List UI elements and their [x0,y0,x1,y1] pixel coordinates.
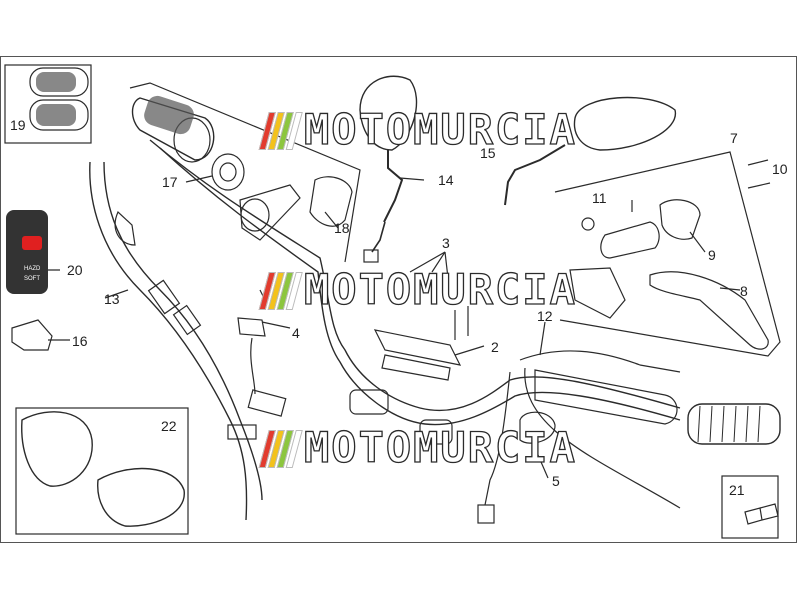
switch-housing-5 [519,411,556,444]
mirror-left [359,75,418,151]
watermark-logo-bars [258,272,305,310]
lever-bracket-9 [659,199,701,240]
watermark-middle: MOTOMURCIA [258,265,577,314]
kill-switch-20 [6,210,48,294]
watermark-logo-bars [258,112,305,150]
callout-2: 2 [491,339,499,355]
callout-21: 21 [729,482,745,498]
callout-3: 3 [442,235,450,251]
callout-22: 22 [161,418,177,434]
cable-14 [371,221,386,253]
watermark-text: MOTOMURCIA [303,423,577,472]
clamp-18 [309,176,353,227]
callout-15: 15 [480,145,496,161]
clutch-cable-13 [89,161,248,521]
group-outline-7 [554,151,781,357]
handlebar-clamp-upper [373,329,462,366]
diagram-frame [0,56,797,543]
watermark-top: MOTOMURCIA [258,105,577,154]
mirror-right [573,96,676,151]
clip-16 [11,319,53,351]
callout-12: 12 [537,308,553,324]
callout-13: 13 [104,291,120,307]
throttle-housing [239,184,301,241]
throttle-cable [519,350,681,373]
callout-11: 11 [592,190,607,206]
callout-10: 10 [772,161,788,177]
callout-5: 5 [552,473,560,489]
callout-8: 8 [740,283,748,299]
handguard-left [21,411,93,487]
callout-14: 14 [438,172,454,188]
watermark-bottom: MOTOMURCIA [258,423,577,472]
callout-20: 20 [67,262,83,278]
grip-bottom [29,99,89,131]
callout-4: 4 [292,325,300,341]
callout-18: 18 [334,220,350,236]
switch-label-bottom: SOFT [24,276,40,282]
callout-9: 9 [708,247,716,263]
group-outline-17-18 [129,82,361,263]
switch-module [569,267,626,319]
callout-17: 17 [162,174,178,190]
callout-19: 19 [10,117,26,133]
handguard-right [97,467,185,527]
switch-label-top: HAZD [24,266,41,272]
watermark-text: MOTOMURCIA [303,105,577,154]
inset-box-21 [721,475,779,539]
grip-top [29,67,89,97]
clip-21 [744,503,779,525]
callout-16: 16 [72,333,88,349]
right-grip [534,369,678,425]
clutch-lever-8 [649,271,769,350]
inset-box-22 [15,407,189,535]
watermark-text: MOTOMURCIA [303,265,577,314]
inset-box-19 [4,64,92,144]
callout-7: 7 [730,130,738,146]
left-grip [131,97,215,161]
lever-body [600,221,660,259]
watermark-logo-bars [258,430,305,468]
